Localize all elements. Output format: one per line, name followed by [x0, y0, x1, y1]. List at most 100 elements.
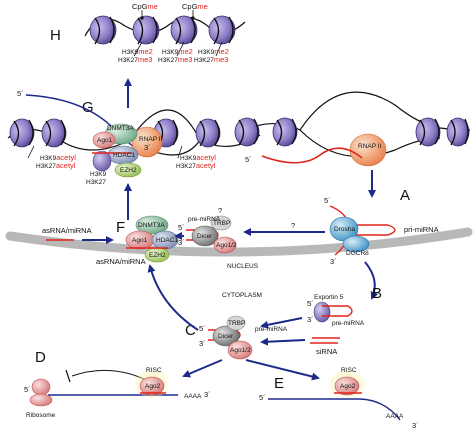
g-right-mark-line-1: H3K9acetyl: [180, 153, 216, 162]
a-pri-mirna-label: pri-miRNA: [404, 225, 439, 234]
d-three-prime: 3´: [204, 390, 211, 399]
e-ago2: [334, 376, 360, 396]
right-five-prime: 5´: [245, 155, 252, 164]
right-histone-4: [446, 117, 470, 147]
c-three-prime: 3´: [199, 339, 206, 348]
nuclear-membrane: [5, 227, 473, 257]
c-ago12: [227, 340, 253, 360]
arrow-c-to-d: [182, 359, 223, 378]
g-rnap-label: RNAP II: [139, 136, 163, 143]
b-three-prime: 3´: [307, 315, 314, 324]
a-dgcr8-label: DGCR8: [346, 250, 369, 257]
f-dnmt3a: [135, 215, 169, 235]
f-ago12-label: Ago1/2: [216, 242, 237, 249]
b-exportin5: [313, 301, 331, 323]
histone-h2: [132, 15, 160, 45]
panel-label-e: E: [274, 375, 284, 392]
d-ribosome-label: Ribosome: [26, 412, 56, 419]
arrow-a-to-b: [364, 261, 379, 300]
c-ago12-label: Ago1/2: [230, 347, 251, 354]
e-three-prime: 3´: [412, 421, 419, 430]
f-asrna-left-label: asRNA/miRNA: [42, 226, 92, 235]
f-dicer-label: Dicer: [197, 233, 213, 240]
right-histone-3: [415, 117, 441, 147]
f-hdac1-label: HDAC1: [156, 237, 178, 244]
g-ago1: [92, 131, 116, 149]
g-silencing-complex: [92, 123, 163, 178]
arrow-b-to-c: [260, 317, 303, 329]
h-mark-1-line-2: H3K27me3: [118, 55, 152, 64]
arrow-sirna-to-c: [260, 337, 306, 346]
a-dgcr8: [342, 235, 370, 253]
e-ago2-label: Ago2: [340, 383, 356, 390]
b-five-prime: 5´: [307, 299, 314, 308]
b-exportin-label: Exportin 5: [314, 294, 344, 301]
g-mid-mark-line-2: H3K27: [86, 179, 106, 186]
right-rnap-label: RNAP II: [358, 143, 382, 150]
panel-label-a: A: [400, 187, 410, 204]
f-three-prime: 3´: [178, 238, 185, 247]
g-hdac1-label: HDAC1: [113, 152, 135, 159]
sirna-label: siRNA: [316, 347, 337, 356]
cpg-me-label-2: CpGme: [182, 2, 208, 11]
f-five-prime: 5´: [178, 223, 185, 232]
f-dicer: [191, 225, 219, 247]
g-three-prime: 3´: [144, 143, 151, 152]
h-mark-2-line-2: H3K27me3: [158, 55, 192, 64]
histone-h1: [89, 15, 117, 45]
e-five-prime: 5´: [259, 393, 266, 402]
histone-h4: [208, 15, 236, 45]
h-mark-1-line-1: H3K9me2: [122, 47, 153, 56]
a-five-prime: 5´: [324, 196, 331, 205]
exportin-complex: [313, 301, 353, 323]
h-mark-2-line-1: H3K9me2: [162, 47, 193, 56]
d-inhibition: [71, 369, 147, 381]
g-dnmt3a-label: DNMT3A: [107, 125, 134, 132]
drosha-complex: [329, 205, 396, 256]
g-histone-4: [195, 118, 221, 148]
right-histone-1: [234, 117, 260, 147]
f-trbp: [210, 215, 232, 231]
b-pre-mirna-hairpin: [322, 305, 353, 317]
f-ago12: [213, 236, 237, 254]
panel-label-g: G: [82, 99, 94, 116]
g-ezh2: [114, 162, 142, 178]
a-drosha-label: Drosha: [334, 226, 355, 233]
histone-h3: [170, 15, 198, 45]
sirna-duplex: [310, 337, 340, 344]
c-dicer: [212, 325, 240, 347]
d-ago2: [139, 376, 165, 396]
g-mid-mark-line-1: H3K9: [90, 171, 107, 178]
right-histone-2: [272, 117, 298, 147]
a-three-prime: 3´: [330, 257, 337, 266]
f-asrna-right-label: asRNA/miRNA: [96, 257, 146, 266]
f-hdac1: [151, 230, 179, 250]
panel-label-h: H: [50, 27, 61, 44]
h-mark-3-line-1: H3K9me2: [198, 47, 229, 56]
panel-label-c: C: [185, 322, 196, 339]
question-mark-1: ?: [291, 221, 295, 230]
b-pre-mirna-label: pre-miRNA: [332, 320, 365, 327]
c-dicer-label: Dicer: [218, 333, 234, 340]
e-risc-label: RISC: [341, 367, 357, 374]
panel-label-f: F: [116, 219, 125, 236]
nucleus-label: NUCLEUS: [227, 263, 259, 270]
arrow-c-to-e: [245, 359, 320, 381]
f-ago1-label: Ago1: [132, 237, 148, 244]
e-mrna: [268, 398, 401, 421]
f-trbp-label: TRBP: [213, 220, 230, 227]
silenced-chromatin: [84, 10, 246, 57]
g-ezh2-label: EZH2: [120, 167, 137, 174]
d-five-prime: 5´: [24, 385, 31, 394]
g-rnap: [131, 126, 163, 158]
d-ago2-label: Ago2: [145, 383, 161, 390]
d-repression: [29, 369, 178, 407]
c-five-prime: 5´: [199, 324, 206, 333]
e-cleavage: [268, 370, 401, 421]
c-trbp: [226, 315, 246, 331]
transcribing-locus: [234, 91, 471, 167]
g-histone-1: [9, 118, 35, 148]
cpg-me-label-1: CpGme: [132, 2, 158, 11]
right-nascent-rna: [261, 147, 363, 164]
c-dicer-complex: [208, 315, 253, 360]
